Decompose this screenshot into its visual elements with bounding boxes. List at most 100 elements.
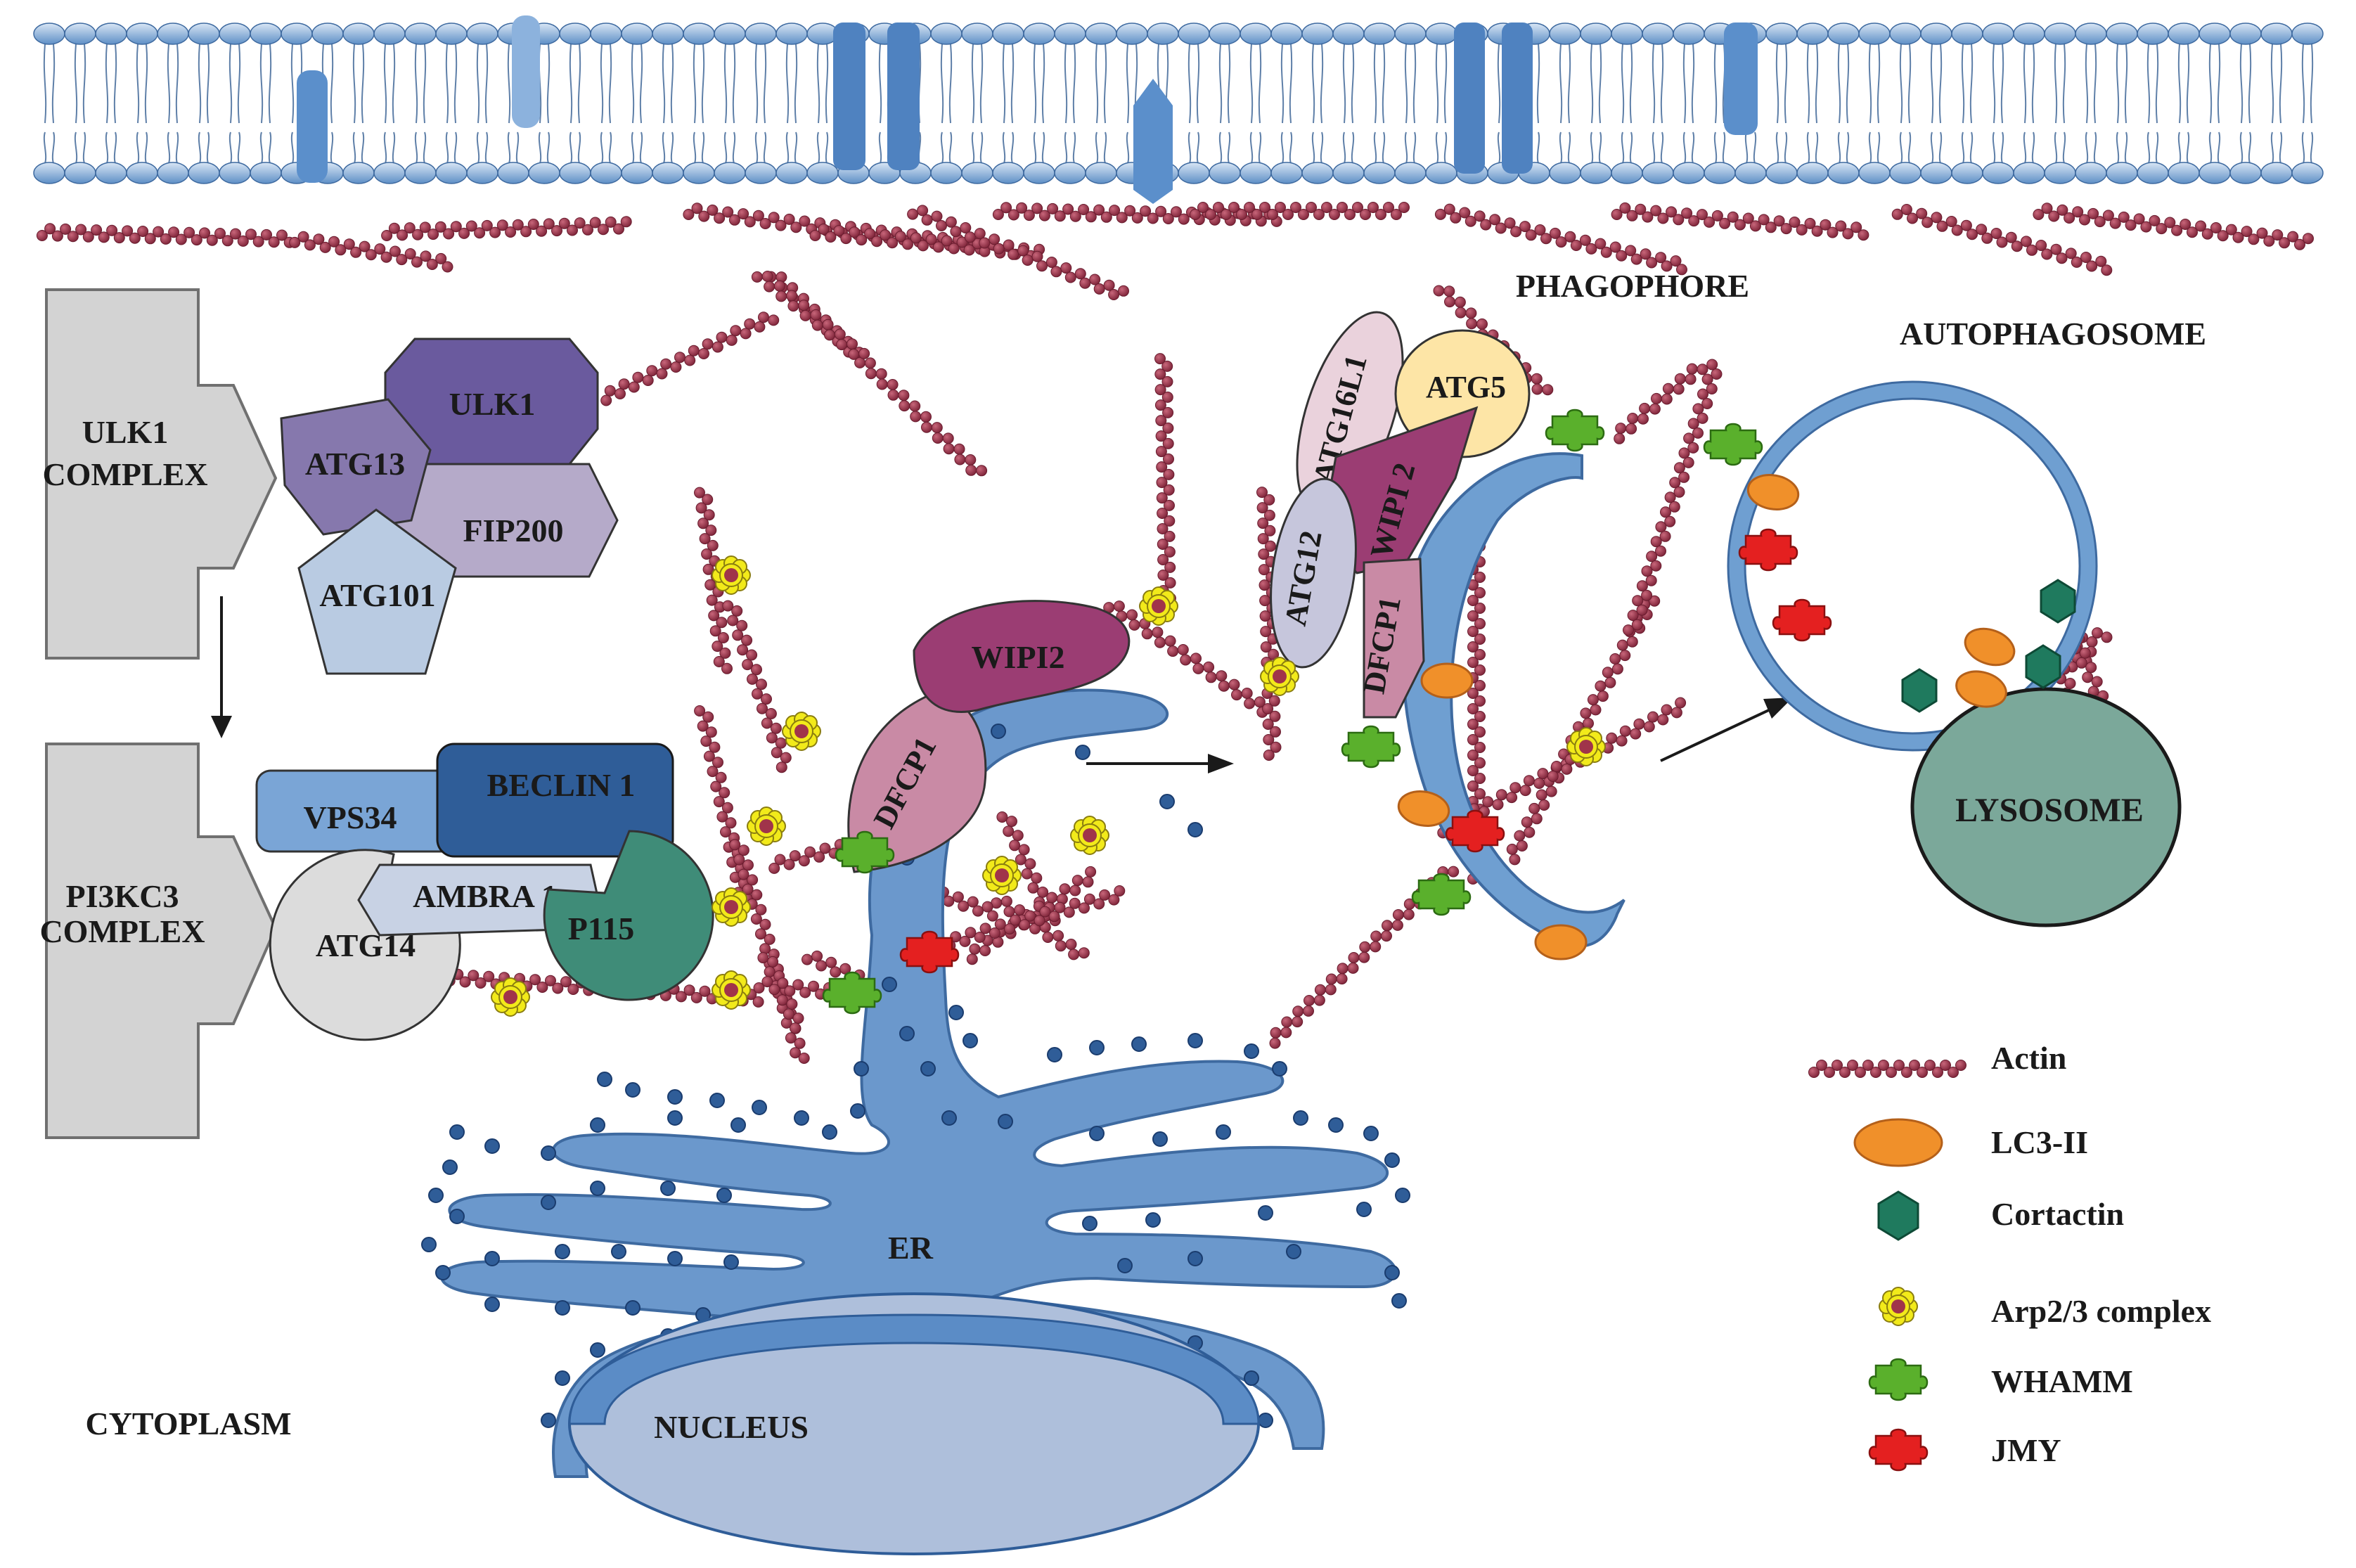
beclin1-protein-label: BECLIN 1 (487, 767, 636, 803)
arp23-marker (712, 970, 751, 1010)
atg13-protein (280, 398, 432, 536)
ribosome (794, 1110, 809, 1126)
arp23-marker (982, 856, 1022, 895)
ribosome (1082, 1216, 1097, 1231)
actin-filament (722, 600, 792, 773)
arp23-marker (1566, 727, 1606, 766)
ribosome (667, 1089, 683, 1105)
membrane-protein (1502, 23, 1533, 174)
actin-filament (2033, 203, 2314, 250)
atg5-protein-label: ATG5 (1426, 370, 1506, 404)
cortactin-marker (2040, 579, 2076, 624)
cortactin-marker (1901, 668, 1938, 713)
actin-filament (1154, 353, 1176, 604)
ribosome (941, 1110, 957, 1126)
protein-markers (491, 409, 2076, 1017)
ulk1-complex-group: ULK1 COMPLEX ULK1 FIP200 ATG13 ATG101 (42, 288, 619, 675)
wipi2-protein-label: WIPI2 (972, 639, 1065, 675)
legend-item-arp23: Arp2/3 complex (1879, 1287, 2211, 1329)
ribosome (1187, 1033, 1203, 1048)
ribosome (555, 1244, 570, 1259)
ribosome (1159, 794, 1175, 809)
arp23-marker (1139, 586, 1178, 626)
lc3-marker (1964, 627, 2016, 667)
ribosome (716, 1188, 732, 1203)
jmy-marker (1772, 598, 1832, 642)
nucleus-label: NUCLEUS (654, 1409, 809, 1445)
ribosome (1258, 1413, 1273, 1428)
lc3-marker (1534, 924, 1588, 960)
yellow-flower-icon (1879, 1287, 1918, 1326)
ribosome (1258, 1205, 1273, 1221)
atg12-protein (1270, 477, 1357, 669)
ribosome (611, 1244, 626, 1259)
jmy-marker (899, 930, 960, 974)
arp23-marker (747, 807, 786, 846)
er-membrane (440, 688, 1397, 1478)
ribosome (882, 977, 897, 992)
ribosome (1286, 1244, 1301, 1259)
legend-item-lc3: LC3-II (1853, 1118, 2088, 1167)
fip200-protein-label: FIP200 (463, 513, 563, 548)
atg101-protein-label: ATG101 (319, 577, 435, 613)
ribosome (435, 1265, 451, 1280)
arp23-marker (491, 977, 530, 1017)
atg13-protein-label: ATG13 (305, 446, 405, 482)
ribosome (541, 1195, 556, 1210)
ribosome (625, 1082, 641, 1098)
arp23-marker (1879, 1287, 1918, 1326)
ribosome (484, 1138, 500, 1154)
ribosome (667, 1251, 683, 1266)
arp23-marker (712, 887, 751, 927)
ulk1-complex-label-line2: COMPLEX (42, 456, 207, 492)
red-puzzle-icon (1868, 1428, 1929, 1472)
legend-item-actin: Actin (1808, 1040, 2066, 1078)
membrane-protein (1454, 23, 1485, 174)
ribosome (442, 1159, 458, 1175)
whamm-legend-shape (1868, 1358, 1929, 1401)
actin-filament (944, 885, 1126, 951)
actin-filament (381, 216, 632, 241)
ribosome (660, 1181, 676, 1196)
actin-filament (1808, 1060, 1966, 1078)
ribosome (590, 1181, 605, 1196)
ribosome (1117, 1258, 1133, 1273)
ribosome (555, 1370, 570, 1386)
legend-label-whamm: WHAMM (1991, 1363, 2133, 1399)
actin-filament (1614, 363, 1708, 444)
lc3-marker (1955, 670, 2007, 708)
ribosome (484, 1297, 500, 1312)
pi3kc3-complex-group: PI3KC3 COMPLEX VPS34 BECLIN 1 ATG14 AMBR… (39, 743, 714, 1139)
ribosome (963, 1033, 978, 1048)
ribosome (1244, 1370, 1259, 1386)
whamm-marker (1411, 873, 1472, 916)
actin-filament (1891, 204, 2113, 276)
whamm-marker (835, 830, 895, 874)
ribosome (850, 1103, 865, 1119)
ribosome (449, 1124, 465, 1140)
atg14-protein (269, 849, 461, 1041)
ulk1-complex-arrow (45, 288, 278, 660)
plasma-membrane (33, 15, 2324, 204)
ribosome (590, 1117, 605, 1133)
actin-filament (751, 271, 870, 360)
whamm-marker (1341, 725, 1401, 769)
membrane-protein (1133, 79, 1173, 204)
actin-filament (907, 205, 1129, 300)
ribosome (428, 1188, 444, 1203)
phagophore: PHAGOPHORE ATG16L1 ATG5 WIPI 2 DFCP1 ATG… (1270, 268, 1749, 948)
ribosome (1395, 1188, 1410, 1203)
jmy-marker (1445, 809, 1505, 853)
whamm-marker (1703, 423, 1763, 466)
ribosome (1075, 745, 1090, 760)
membrane-protein (297, 70, 328, 183)
omegasome-proteins: DFCP1 WIPI2 (847, 600, 1131, 873)
ribosome (723, 1254, 739, 1270)
nuclear-envelope (568, 1313, 1260, 1425)
ribosome (1089, 1126, 1105, 1141)
wipi2-protein (913, 600, 1131, 713)
legend-label-jmy: JMY (1991, 1432, 2061, 1468)
actin-filament (1434, 203, 1687, 276)
ribosome (1187, 822, 1203, 837)
actin-filament (992, 202, 1282, 227)
